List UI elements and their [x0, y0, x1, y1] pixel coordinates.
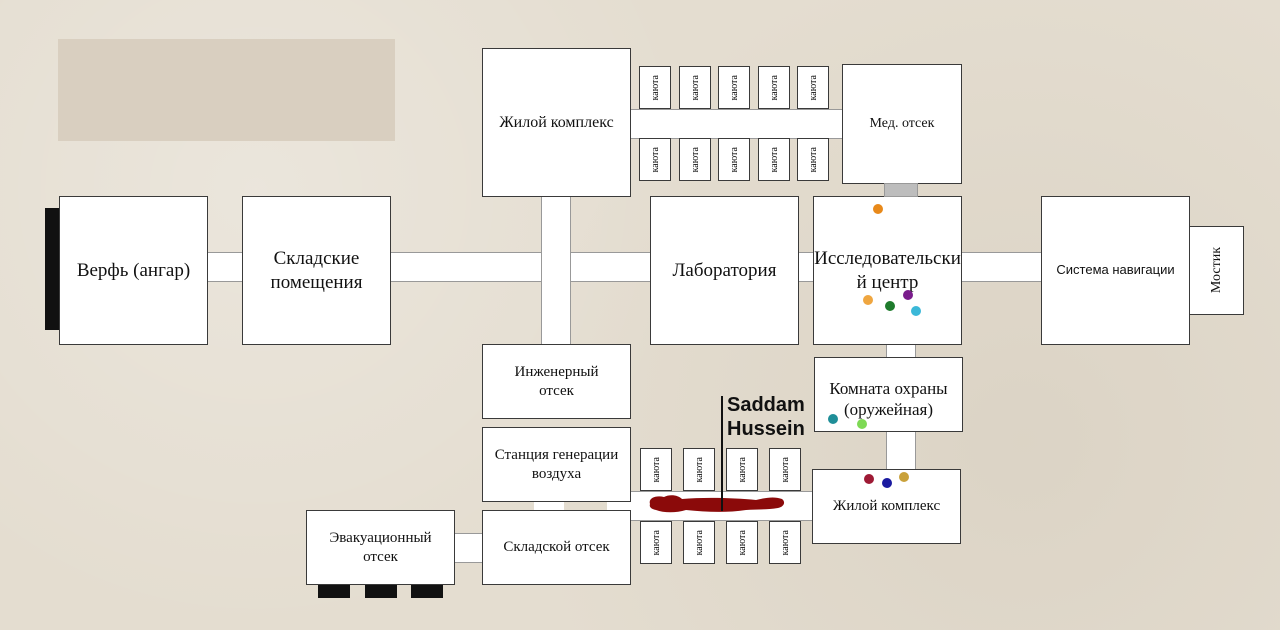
room-med-bay: Мед. отсек: [842, 64, 962, 184]
cabin-bottom-5: каюта: [640, 521, 672, 564]
corridor-main: [389, 252, 653, 282]
corridor-guard-living: [886, 431, 916, 471]
cabin-bottom-3: каюта: [726, 448, 758, 491]
room-shipyard: Верфь (ангар): [59, 196, 208, 345]
med-bay-hatch: [884, 183, 918, 197]
cabin-top-1: каюта: [639, 66, 671, 109]
room-research: Исследовательский центр: [813, 196, 962, 345]
annotation-pointer-line: [721, 396, 723, 511]
body-silhouette: [649, 495, 785, 513]
cabin-bottom-4: каюта: [769, 448, 801, 491]
escape-pod-2: [365, 584, 397, 598]
corridor-cabins-top: [629, 109, 844, 139]
marker-6: [828, 414, 838, 424]
cabin-bottom-8: каюта: [769, 521, 801, 564]
room-living-top: Жилой комплекс: [482, 48, 631, 197]
pastel-rectangle: [58, 39, 395, 141]
cabin-top-9: каюта: [758, 138, 790, 181]
cabin-bottom-2: каюта: [683, 448, 715, 491]
cabin-top-7: каюта: [679, 138, 711, 181]
corridor-shipyard-storage: [206, 252, 244, 282]
room-navigation: Система навигации: [1041, 196, 1190, 345]
marker-5: [911, 306, 921, 316]
cabin-bottom-6: каюта: [683, 521, 715, 564]
cabin-top-4: каюта: [758, 66, 790, 109]
cabin-top-3: каюта: [718, 66, 750, 109]
room-bridge: Мостик: [1189, 226, 1244, 315]
marker-4: [885, 301, 895, 311]
marker-2: [863, 295, 873, 305]
room-engineering: Инженерный отсек: [482, 344, 631, 419]
cabin-top-10: каюта: [797, 138, 829, 181]
cabin-top-5: каюта: [797, 66, 829, 109]
cabin-top-8: каюта: [718, 138, 750, 181]
marker-8: [864, 474, 874, 484]
corridor-research-nav: [960, 252, 1044, 282]
marker-3: [903, 290, 913, 300]
room-air-station: Станция генерации воздуха: [482, 427, 631, 502]
escape-pod-3: [411, 584, 443, 598]
cabin-bottom-1: каюта: [640, 448, 672, 491]
hangar-door: [45, 208, 60, 330]
corridor-evac-cargo: [453, 533, 483, 563]
room-cargo-bay: Складской отсек: [482, 510, 631, 585]
marker-1: [873, 204, 883, 214]
corridor-lab-research: [797, 252, 815, 282]
cabin-top-6: каюта: [639, 138, 671, 181]
room-evacuation: Эвакуационный отсек: [306, 510, 455, 585]
cabin-bottom-7: каюта: [726, 521, 758, 564]
marker-7: [857, 419, 867, 429]
corridor-vertical-living: [541, 195, 571, 347]
room-guard: Комната охраны (оружейная): [814, 357, 963, 432]
marker-9: [882, 478, 892, 488]
annotation-label: Saddam Hussein: [727, 393, 805, 441]
annotation-line-2: Hussein: [727, 418, 805, 440]
room-storage: Складские помещения: [242, 196, 391, 345]
corridor-research-guard: [886, 343, 916, 359]
marker-10: [899, 472, 909, 482]
annotation-line-1: Saddam: [727, 394, 805, 416]
cabin-top-2: каюта: [679, 66, 711, 109]
escape-pod-1: [318, 584, 350, 598]
room-laboratory: Лаборатория: [650, 196, 799, 345]
